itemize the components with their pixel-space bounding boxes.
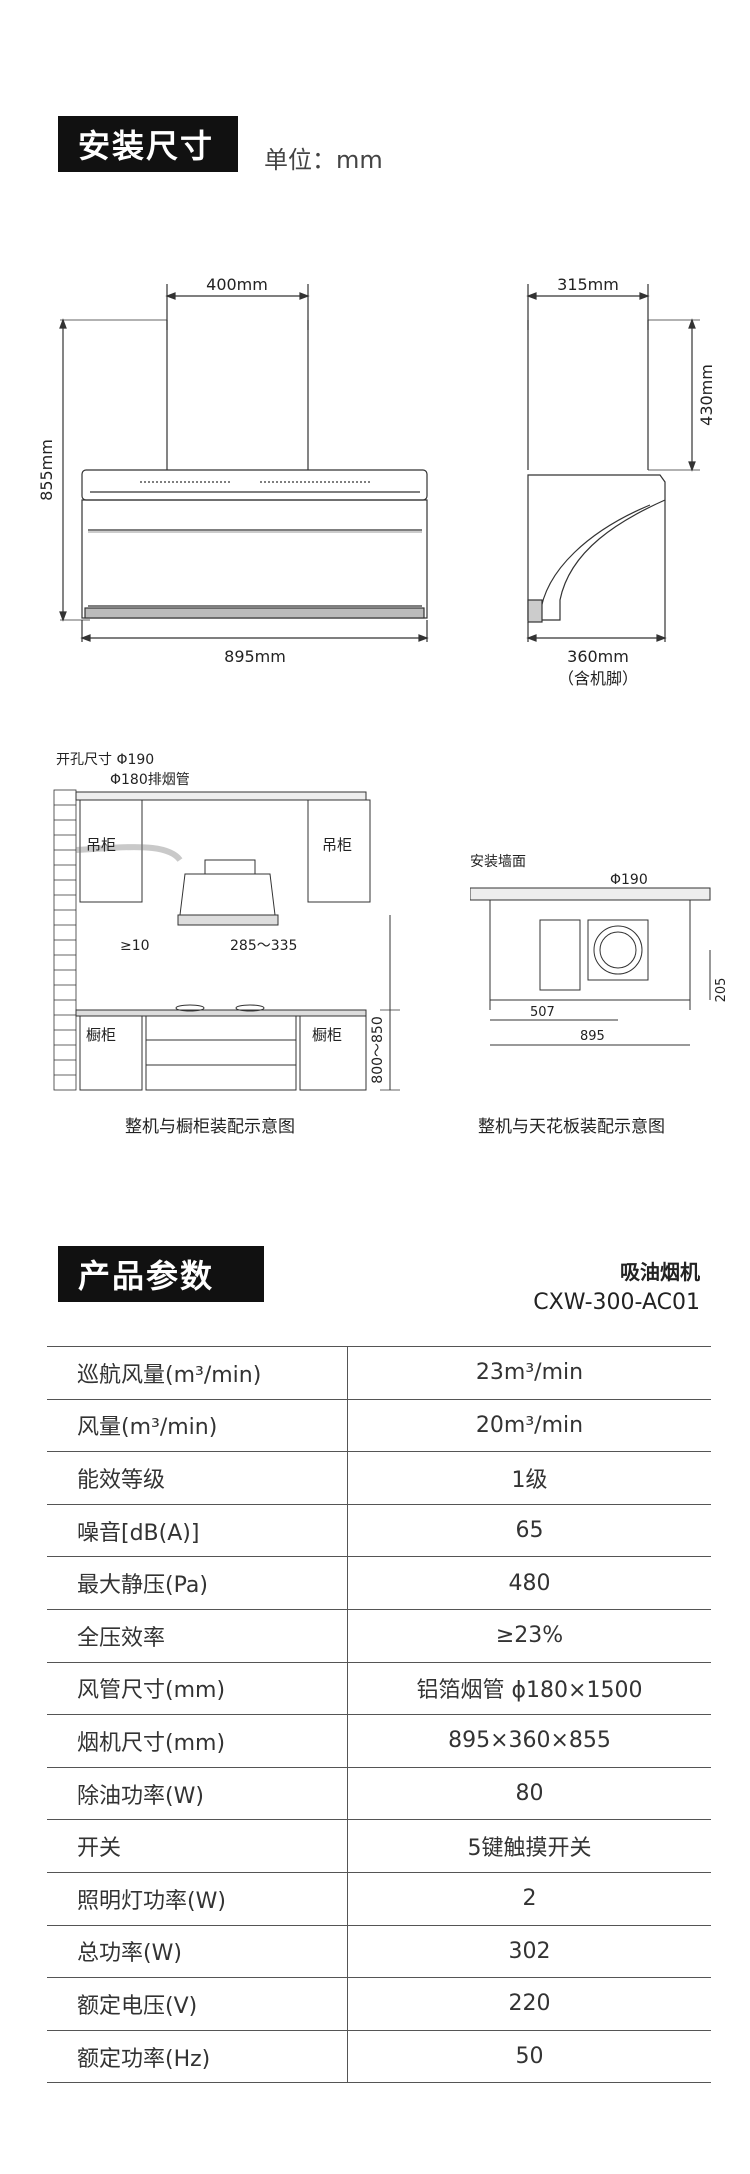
ceiling-caption: 整机与天花板装配示意图: [478, 1117, 665, 1137]
cabinet-hole-label: 开孔尺寸 Φ190: [56, 752, 154, 768]
product-name: 吸油烟机: [620, 1260, 700, 1284]
table-row: 烟机尺寸(mm) 895×360×855: [47, 1714, 711, 1768]
front-view-diagram: 400mm 855mm 895mm: [37, 275, 429, 666]
spec-value: 480: [508, 1570, 551, 1596]
lower-cabinet-right: 橱柜: [312, 1026, 342, 1044]
spec-key: 噪音[dB(A)]: [47, 1504, 348, 1557]
dim-400mm: 400mm: [206, 275, 268, 294]
spec-table: 巡航风量(m³/min) 23m³/min 风量(m³/min) 20m³/mi…: [47, 1346, 711, 2083]
cabinet-pipe-label: Φ180排烟管: [110, 772, 190, 788]
lower-cabinet-left: 橱柜: [86, 1026, 116, 1044]
cabinet-assembly-diagram: 开孔尺寸 Φ190 Φ180排烟管 吊柜 吊柜 ≥10 285～335 橱柜 橱…: [53, 752, 400, 1091]
table-row: 开关 5键触摸开关: [47, 1819, 711, 1873]
table-row: 能效等级 1级: [47, 1451, 711, 1505]
dim-507: 507: [530, 1005, 555, 1020]
upper-cabinet-left: 吊柜: [86, 836, 116, 854]
spec-value: 895×360×855: [448, 1728, 611, 1754]
spec-key: 最大静压(Pa): [47, 1556, 348, 1610]
spec-value: 80: [515, 1781, 544, 1807]
table-row: 总功率(W) 302: [47, 1925, 711, 1978]
table-row: 巡航风量(m³/min) 23m³/min: [47, 1346, 711, 1400]
ceiling-assembly-diagram: 安装墙面 Φ190 507 895 205: [470, 854, 729, 1046]
spec-value: 铝箔烟管 ϕ180×1500: [416, 1678, 643, 1704]
params-title-text: 产品参数: [78, 1257, 215, 1295]
dim-205: 205: [714, 978, 729, 1003]
ceiling-hole-label: Φ190: [610, 872, 648, 888]
spec-value: 5键触摸开关: [467, 1836, 592, 1862]
install-title: 安装尺寸: [58, 116, 238, 172]
spec-value: 2: [522, 1886, 537, 1912]
table-row: 全压效率 ≥23%: [47, 1609, 711, 1663]
spec-key: 总功率(W): [47, 1925, 348, 1978]
product-model: CXW-300-AC01: [533, 1290, 700, 1315]
spec-value: 20m³/min: [475, 1412, 584, 1438]
table-row: 照明灯功率(W) 2: [47, 1872, 711, 1926]
spec-key: 风管尺寸(mm): [47, 1662, 348, 1715]
dim-895: 895: [580, 1029, 605, 1044]
spec-value: 302: [508, 1938, 551, 1964]
spec-value: 220: [508, 1991, 551, 2017]
height-range-label: 285～335: [230, 938, 297, 954]
spec-value: 23m³/min: [475, 1360, 584, 1386]
spec-key: 能效等级: [47, 1451, 348, 1505]
install-title-text: 安装尺寸: [78, 127, 215, 165]
cabinet-height-label: 800～850: [370, 1016, 386, 1083]
dim-360mm: 360mm: [567, 647, 629, 666]
dim-depth-note: （含机脚）: [558, 669, 638, 688]
table-row: 额定功率(Hz) 50: [47, 2030, 711, 2083]
spec-value: 1级: [511, 1467, 548, 1493]
unit-label: 单位：mm: [264, 146, 383, 174]
table-row: 除油功率(W) 80: [47, 1767, 711, 1820]
ceiling-wall-label: 安装墙面: [470, 854, 526, 870]
dim-855mm: 855mm: [37, 439, 56, 501]
spec-key: 全压效率: [47, 1609, 348, 1663]
gap-label: ≥10: [120, 938, 150, 954]
spec-key: 照明灯功率(W): [47, 1872, 348, 1926]
table-row: 风管尺寸(mm) 铝箔烟管 ϕ180×1500: [47, 1662, 711, 1715]
dim-315mm: 315mm: [557, 275, 619, 294]
spec-key: 额定电压(V): [47, 1977, 348, 2031]
spec-value: 65: [515, 1518, 544, 1544]
spec-value: 50: [515, 2044, 544, 2070]
spec-key: 额定功率(Hz): [47, 2030, 348, 2083]
params-title: 产品参数: [58, 1246, 264, 1302]
table-row: 最大静压(Pa) 480: [47, 1556, 711, 1610]
spec-key: 巡航风量(m³/min): [47, 1346, 348, 1400]
brick-wall: [53, 789, 77, 1091]
table-row: 风量(m³/min) 20m³/min: [47, 1399, 711, 1452]
dim-895mm: 895mm: [224, 647, 286, 666]
table-row: 噪音[dB(A)] 65: [47, 1504, 711, 1557]
spec-key: 烟机尺寸(mm): [47, 1714, 348, 1768]
table-row: 额定电压(V) 220: [47, 1977, 711, 2031]
cabinet-caption: 整机与橱柜装配示意图: [125, 1117, 295, 1137]
spec-value: ≥23%: [495, 1623, 564, 1649]
side-view-diagram: 315mm 430mm 360mm （含机脚）: [526, 275, 716, 688]
spec-key: 风量(m³/min): [47, 1399, 348, 1452]
upper-cabinet-right: 吊柜: [322, 836, 352, 854]
dim-430mm: 430mm: [697, 364, 716, 426]
spec-key: 除油功率(W): [47, 1767, 348, 1820]
spec-key: 开关: [47, 1819, 348, 1873]
